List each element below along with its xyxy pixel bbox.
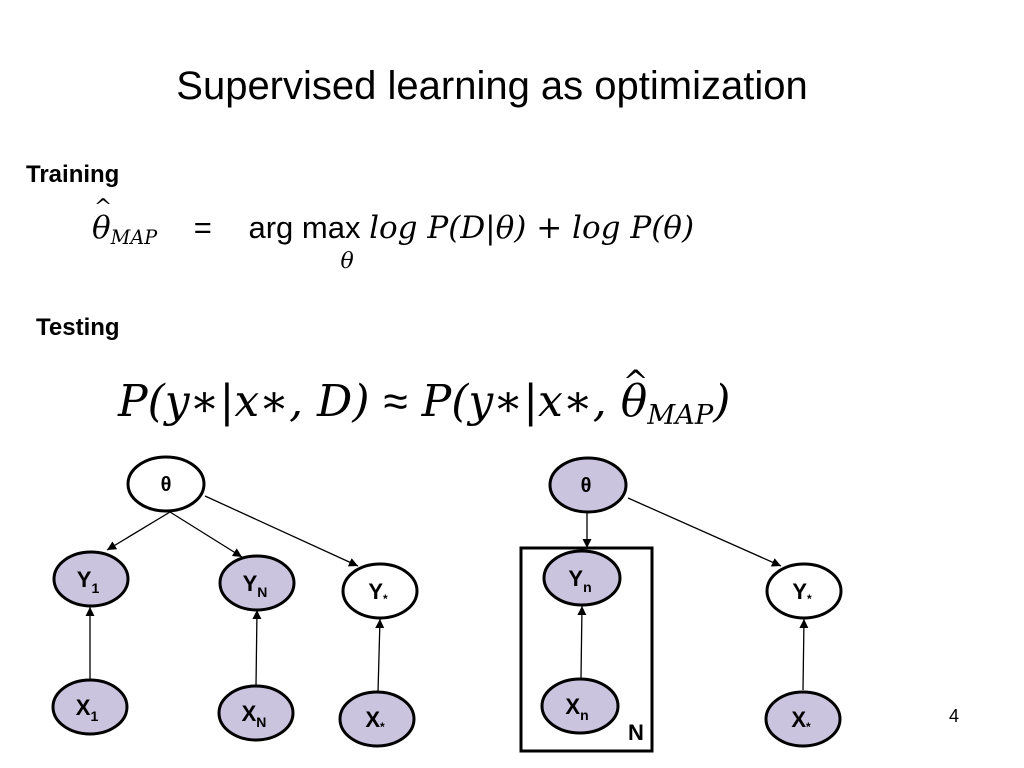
testing-rhs-close: ) (713, 376, 731, 427)
edge-theta-y1 (106, 511, 171, 551)
training-label: Training (26, 161, 120, 188)
svg-text:X*: X* (791, 707, 811, 734)
node-ystar-right (765, 562, 843, 620)
left-graph-edges (85, 495, 385, 693)
node-yn (542, 549, 622, 607)
label-ystar-right-sub: * (807, 592, 812, 606)
edge-xstar-ystar (375, 618, 385, 693)
page-title: Supervised learning as optimization (176, 64, 808, 108)
approx-sign: ≈ (383, 377, 408, 426)
edge-xn-yn (577, 605, 587, 679)
svg-text:YN: YN (243, 571, 268, 600)
label-xn-main: X (565, 694, 580, 719)
node-ystar-left (341, 562, 419, 620)
right-graph-nodes (540, 456, 843, 748)
edge-theta-ystar-right (627, 497, 782, 567)
svg-text:Y*: Y* (368, 579, 388, 606)
right-graph-labels: θ Yn Y* Xn X* (565, 475, 812, 734)
page-number: 4 (949, 706, 960, 726)
map-subscript: MAP (110, 225, 158, 249)
svg-text:X*: X* (365, 707, 385, 734)
label-ystar-right-main: Y (792, 579, 807, 604)
testing-label: Testing (36, 314, 120, 341)
node-theta-right (548, 456, 628, 514)
label-x1-main: X (76, 695, 91, 720)
svg-text:Yn: Yn (568, 566, 591, 595)
label-ystar-sub: * (383, 592, 388, 606)
edge-xstar-ystar-right (799, 618, 809, 691)
left-graph-labels: θ Y1 YN Y* X1 XN X* (76, 474, 388, 734)
label-yn-sub: n (583, 579, 592, 595)
node-x1 (51, 678, 129, 736)
argmax-subscript: θ (340, 249, 354, 274)
edge-theta-ystar (204, 495, 359, 567)
right-graph-edges (577, 497, 809, 691)
training-rhs: log P(D|θ) + log P(θ) (369, 210, 695, 246)
node-xstar-left (338, 690, 416, 748)
label-yN-main: Y (243, 571, 258, 596)
label-theta-right: θ (581, 475, 592, 497)
label-yN-sub: N (257, 584, 267, 600)
label-xstar-main: X (365, 707, 380, 732)
svg-text:X1: X1 (76, 695, 99, 724)
label-ystar-main: Y (368, 579, 383, 604)
node-theta-left (126, 455, 206, 513)
label-xN-main: X (242, 701, 257, 726)
label-xstar-sub: * (380, 720, 385, 734)
label-xstar-right-sub: * (806, 720, 811, 734)
node-xn (540, 677, 620, 735)
svg-text:XN: XN (242, 701, 267, 730)
theta-hat: θ (92, 186, 112, 250)
label-y1-sub: 1 (91, 580, 99, 596)
label-xn-sub: n (580, 707, 589, 723)
label-x1-sub: 1 (90, 708, 98, 724)
testing-equation: P(y∗|x∗, D) ≈ P(y∗|x∗, θMAP) (118, 352, 731, 446)
node-xN (217, 684, 295, 742)
label-yn-main: Y (568, 566, 583, 591)
svg-text:Y1: Y1 (77, 567, 100, 596)
node-yN (218, 554, 296, 612)
map-subscript-test: MAP (647, 400, 714, 432)
node-xstar-right (764, 690, 842, 748)
svg-text:Xn: Xn (565, 694, 588, 723)
testing-rhs-prefix: P(y∗|x∗, (421, 376, 621, 427)
svg-text:Y*: Y* (792, 579, 812, 606)
testing-lhs: P(y∗|x∗, D) (118, 376, 370, 427)
plate-label: N (628, 720, 644, 745)
edge-theta-yN (169, 511, 243, 558)
argmax-operator: arg max θ (248, 206, 361, 274)
label-y1-main: Y (77, 567, 92, 592)
left-graph-nodes (51, 455, 419, 748)
theta-hat-test: θ (621, 352, 648, 432)
edge-xN-yN (252, 609, 262, 687)
label-xN-sub: N (256, 714, 266, 730)
label-xstar-right-main: X (791, 707, 806, 732)
equals-sign: = (193, 210, 212, 245)
node-y1 (52, 550, 130, 608)
label-theta-left: θ (161, 474, 172, 496)
argmax-text: arg max (248, 210, 361, 245)
